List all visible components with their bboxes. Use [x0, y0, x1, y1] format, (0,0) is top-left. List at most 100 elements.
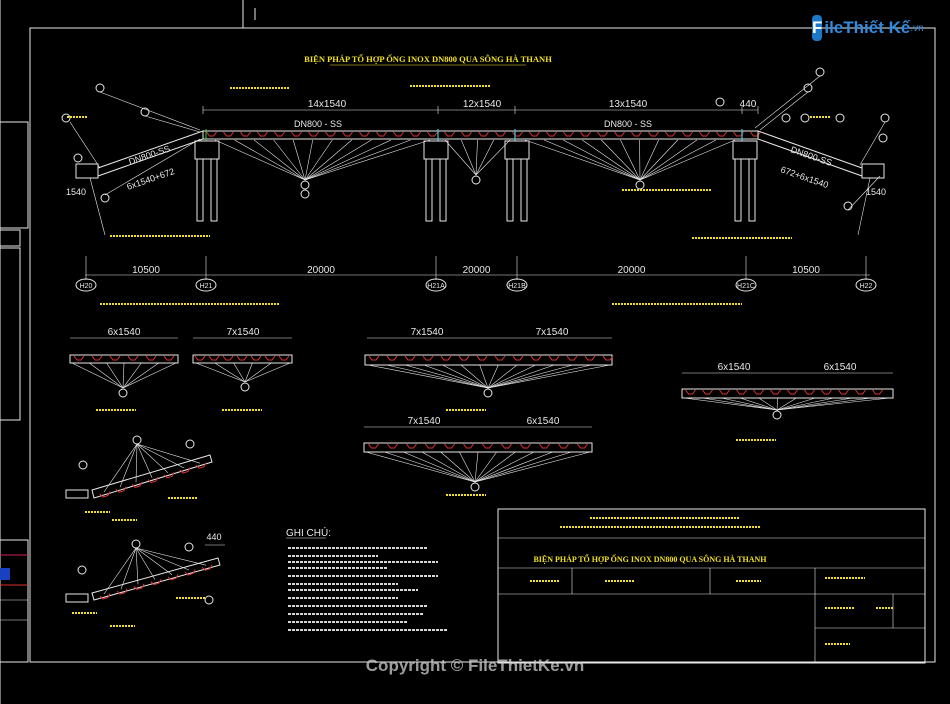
weld-mark [376, 131, 387, 137]
weld-mark [548, 355, 560, 361]
notes-title: GHI CHÚ: [286, 526, 331, 539]
weld-mark [753, 389, 764, 395]
leader-line [136, 443, 201, 464]
leader-line [304, 139, 411, 181]
end-dim-right: 1540 [866, 187, 886, 197]
weld-mark [838, 389, 849, 395]
leader-line [122, 362, 142, 389]
copyright-watermark: Copyright © FileThietKe.vn [365, 656, 585, 675]
leader-line [474, 451, 553, 483]
site-logo[interactable]: F ileThiết Kế .vn [812, 12, 924, 44]
weld-mark [719, 389, 730, 395]
weld-mark [133, 583, 145, 590]
seg-c2-dim: 6x1540 [824, 362, 857, 373]
leader-line [384, 451, 476, 483]
leader-line [776, 397, 872, 411]
weld-mark [99, 593, 111, 600]
left-legend [0, 121, 29, 663]
leader-line [103, 547, 137, 595]
weld-mark [250, 355, 262, 361]
leader-line [487, 364, 518, 389]
weld-mark [750, 131, 761, 137]
slope-label-right: DN800-SS [789, 144, 833, 167]
weld-mark [342, 131, 353, 137]
leader-line [244, 362, 291, 383]
drawing-title: BIỆN PHÁP TỔ HỢP ỐNG INOX DN800 QUA SÔNG… [304, 54, 552, 64]
segment-d: 7x1540 6x1540 [363, 416, 593, 453]
leader-line [444, 139, 477, 176]
leader-line [120, 547, 137, 590]
logo-suffix: .vn [910, 22, 924, 34]
leader-line [487, 364, 611, 389]
leader-line [122, 362, 125, 389]
pipe-label-right: DN800 - SS [604, 119, 652, 129]
leader-line [759, 91, 809, 131]
leader-lines [61, 67, 891, 605]
piers [194, 140, 758, 222]
weld-mark [359, 131, 370, 137]
detail-sketch-1 [65, 443, 213, 499]
weld-mark [685, 389, 696, 395]
leader-line [857, 177, 871, 236]
detail-sketch-2: 440 [65, 532, 225, 603]
callout-circle [184, 542, 194, 552]
weld-mark [539, 443, 550, 449]
leader-line [563, 139, 641, 181]
seg-b1-dim: 7x1540 [411, 327, 444, 338]
slope-dim-left: 6x1540+672 [125, 166, 175, 192]
axis-bubble [855, 278, 877, 292]
weld-mark [145, 355, 157, 361]
leader-line [135, 443, 138, 483]
leader-line [195, 362, 246, 383]
weld-mark [463, 443, 474, 449]
leader-line [122, 362, 159, 389]
leader-line [214, 362, 246, 383]
weld-mark [458, 355, 470, 361]
weld-mark [99, 491, 111, 498]
seg-a2-dim: 7x1540 [227, 327, 260, 338]
leader-line [776, 397, 853, 411]
leader-line [304, 139, 392, 181]
weld-mark [184, 569, 196, 576]
weld-mark [325, 131, 336, 137]
leader-line [474, 451, 479, 483]
title-block: BIỆN PHÁP TỔ HỢP ỐNG INOX DN800 QUA SÔNG… [497, 508, 926, 664]
slope-label-left: DN800-SS [127, 143, 171, 166]
leader-line [721, 397, 778, 411]
weld-mark [855, 389, 866, 395]
seg-b2-dim: 7x1540 [536, 327, 569, 338]
leader-line [776, 397, 816, 411]
callout-circle [300, 180, 310, 190]
weld-mark [368, 355, 380, 361]
weld-mark [73, 355, 85, 361]
weld-mark [501, 443, 512, 449]
weld-mark [240, 131, 251, 137]
sheet-border [29, 27, 936, 663]
weld-mark [264, 355, 276, 361]
seg-a1-dim: 6x1540 [108, 327, 141, 338]
weld-mark [476, 355, 488, 361]
weld-mark [648, 131, 659, 137]
leader-line [405, 364, 489, 389]
leader-line [474, 451, 497, 483]
leader-line [89, 177, 106, 236]
weld-mark [736, 389, 747, 395]
weld-mark [614, 131, 625, 137]
weld-mark [257, 131, 268, 137]
weld-mark [167, 574, 179, 581]
weld-mark [406, 443, 417, 449]
leader-line [479, 364, 489, 389]
weld-mark [597, 131, 608, 137]
leader-line [639, 139, 697, 181]
weld-mark [699, 131, 710, 137]
callout-circle [185, 439, 195, 449]
leader-line [104, 138, 201, 196]
leader-line [136, 443, 169, 474]
leader-line [367, 364, 489, 389]
leader-line [234, 139, 306, 181]
leader-line [135, 547, 156, 580]
weld-mark [150, 578, 162, 586]
leader-line [99, 91, 201, 131]
